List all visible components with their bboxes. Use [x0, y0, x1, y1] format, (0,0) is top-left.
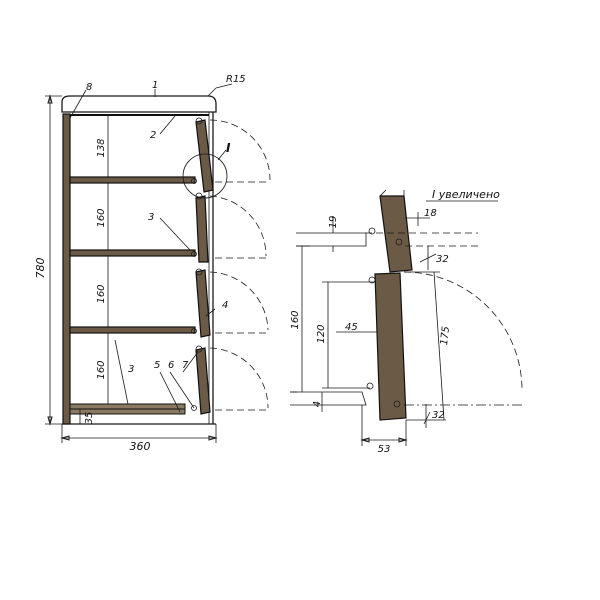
dim-18: 18: [424, 208, 437, 219]
detail-view-enlarged: I увеличено 19 18 32: [290, 188, 523, 455]
dim-32-bottom: 32: [432, 410, 445, 421]
dim-4: 4: [312, 401, 323, 407]
svg-text:4: 4: [222, 300, 228, 311]
dim-19: 19: [328, 216, 339, 229]
part-callouts: 8 1 2 3 3 4 5 6 7 R15: [69, 74, 246, 413]
dim-160: 160: [290, 310, 301, 329]
left-side-wall: [62, 113, 71, 425]
shelf-4: [69, 403, 186, 410]
svg-text:160: 160: [96, 208, 107, 227]
svg-text:35: 35: [84, 412, 95, 425]
svg-text:5: 5: [154, 360, 160, 371]
shelf-2: [69, 249, 196, 257]
svg-text:R15: R15: [226, 74, 246, 85]
door-swing-arcs: [209, 119, 271, 411]
dim-overall-width: 360: [130, 440, 151, 453]
shelf-3: [69, 326, 196, 334]
detail-upper-panel: [379, 195, 413, 273]
detail-marker-circle: [182, 153, 228, 199]
dim-32-top: 32: [436, 254, 449, 265]
dim-45: 45: [345, 322, 358, 333]
svg-text:160: 160: [96, 360, 107, 379]
svg-text:1: 1: [152, 80, 158, 91]
cabinet-front-view: I 780 360 138 160 160 160 35: [34, 74, 271, 453]
detail-upper-shelf: [296, 232, 367, 247]
shelf-gap-dimensions: 138 160 160 160 35: [79, 116, 109, 425]
svg-text:138: 138: [96, 138, 107, 157]
dim-175: 175: [439, 326, 452, 346]
detail-marker-label: I: [226, 141, 231, 155]
flap-panels: [191, 117, 214, 415]
svg-text:8: 8: [86, 82, 92, 93]
dim-120: 120: [316, 324, 327, 343]
detail-title: I увеличено: [432, 188, 500, 201]
svg-text:7: 7: [182, 360, 189, 371]
svg-text:6: 6: [168, 360, 174, 371]
svg-text:3: 3: [148, 212, 154, 223]
detail-lower-shelf: [290, 391, 367, 406]
detail-swing-arc: [403, 271, 523, 391]
shelf-1: [69, 176, 196, 184]
svg-text:2: 2: [150, 130, 156, 141]
detail-lower-panel: [374, 272, 407, 421]
dim-53: 53: [378, 444, 391, 455]
svg-text:3: 3: [128, 364, 134, 375]
svg-text:160: 160: [96, 284, 107, 303]
top-board: [61, 95, 217, 113]
dim-overall-height: 780: [34, 258, 47, 279]
